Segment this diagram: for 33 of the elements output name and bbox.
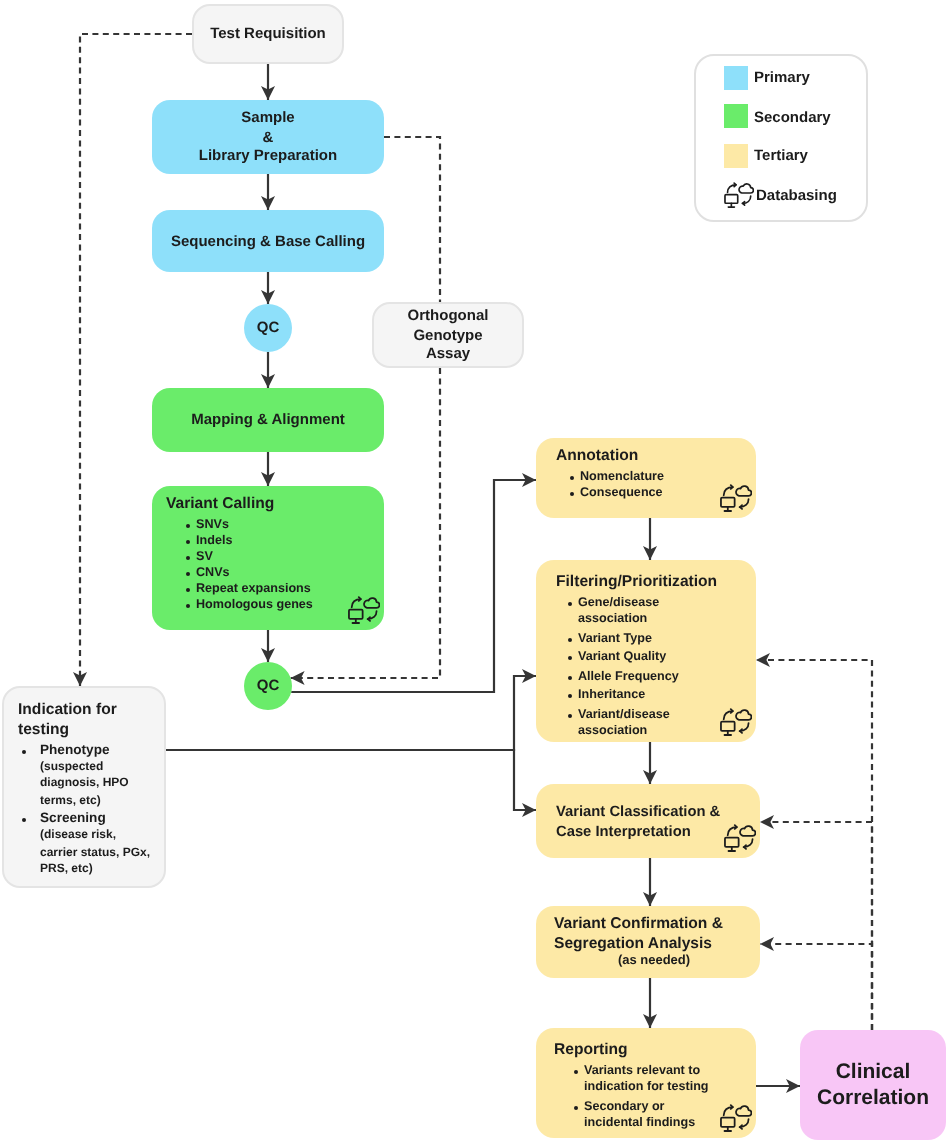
arrow <box>643 858 657 906</box>
process-box <box>152 210 384 272</box>
info-box <box>192 4 344 64</box>
circle-node <box>244 304 292 352</box>
process-box <box>152 486 384 630</box>
process-box <box>536 906 760 978</box>
process-box <box>536 784 760 858</box>
circle-node <box>244 662 292 710</box>
process-box <box>152 100 384 174</box>
arrow <box>73 32 192 686</box>
arrow <box>261 174 275 210</box>
arrow <box>261 352 275 388</box>
arrow <box>261 272 275 304</box>
process-box <box>536 1028 756 1138</box>
outcome-box <box>800 1030 946 1140</box>
process-box <box>536 560 756 742</box>
arrow <box>643 518 657 560</box>
arrow <box>261 64 275 100</box>
arrow <box>643 742 657 784</box>
arrow <box>643 978 657 1028</box>
connector-line <box>384 135 442 302</box>
arrow <box>756 1079 800 1093</box>
arrow <box>261 630 275 662</box>
process-box <box>536 438 756 518</box>
info-box <box>2 686 166 888</box>
arrow <box>261 452 275 486</box>
arrow <box>291 473 536 694</box>
process-box <box>152 388 384 452</box>
box-label: Clinical Correlation <box>814 1059 931 1111</box>
info-box <box>372 302 524 368</box>
arrow <box>290 368 442 685</box>
arrow <box>166 748 536 817</box>
arrow <box>760 937 874 1030</box>
